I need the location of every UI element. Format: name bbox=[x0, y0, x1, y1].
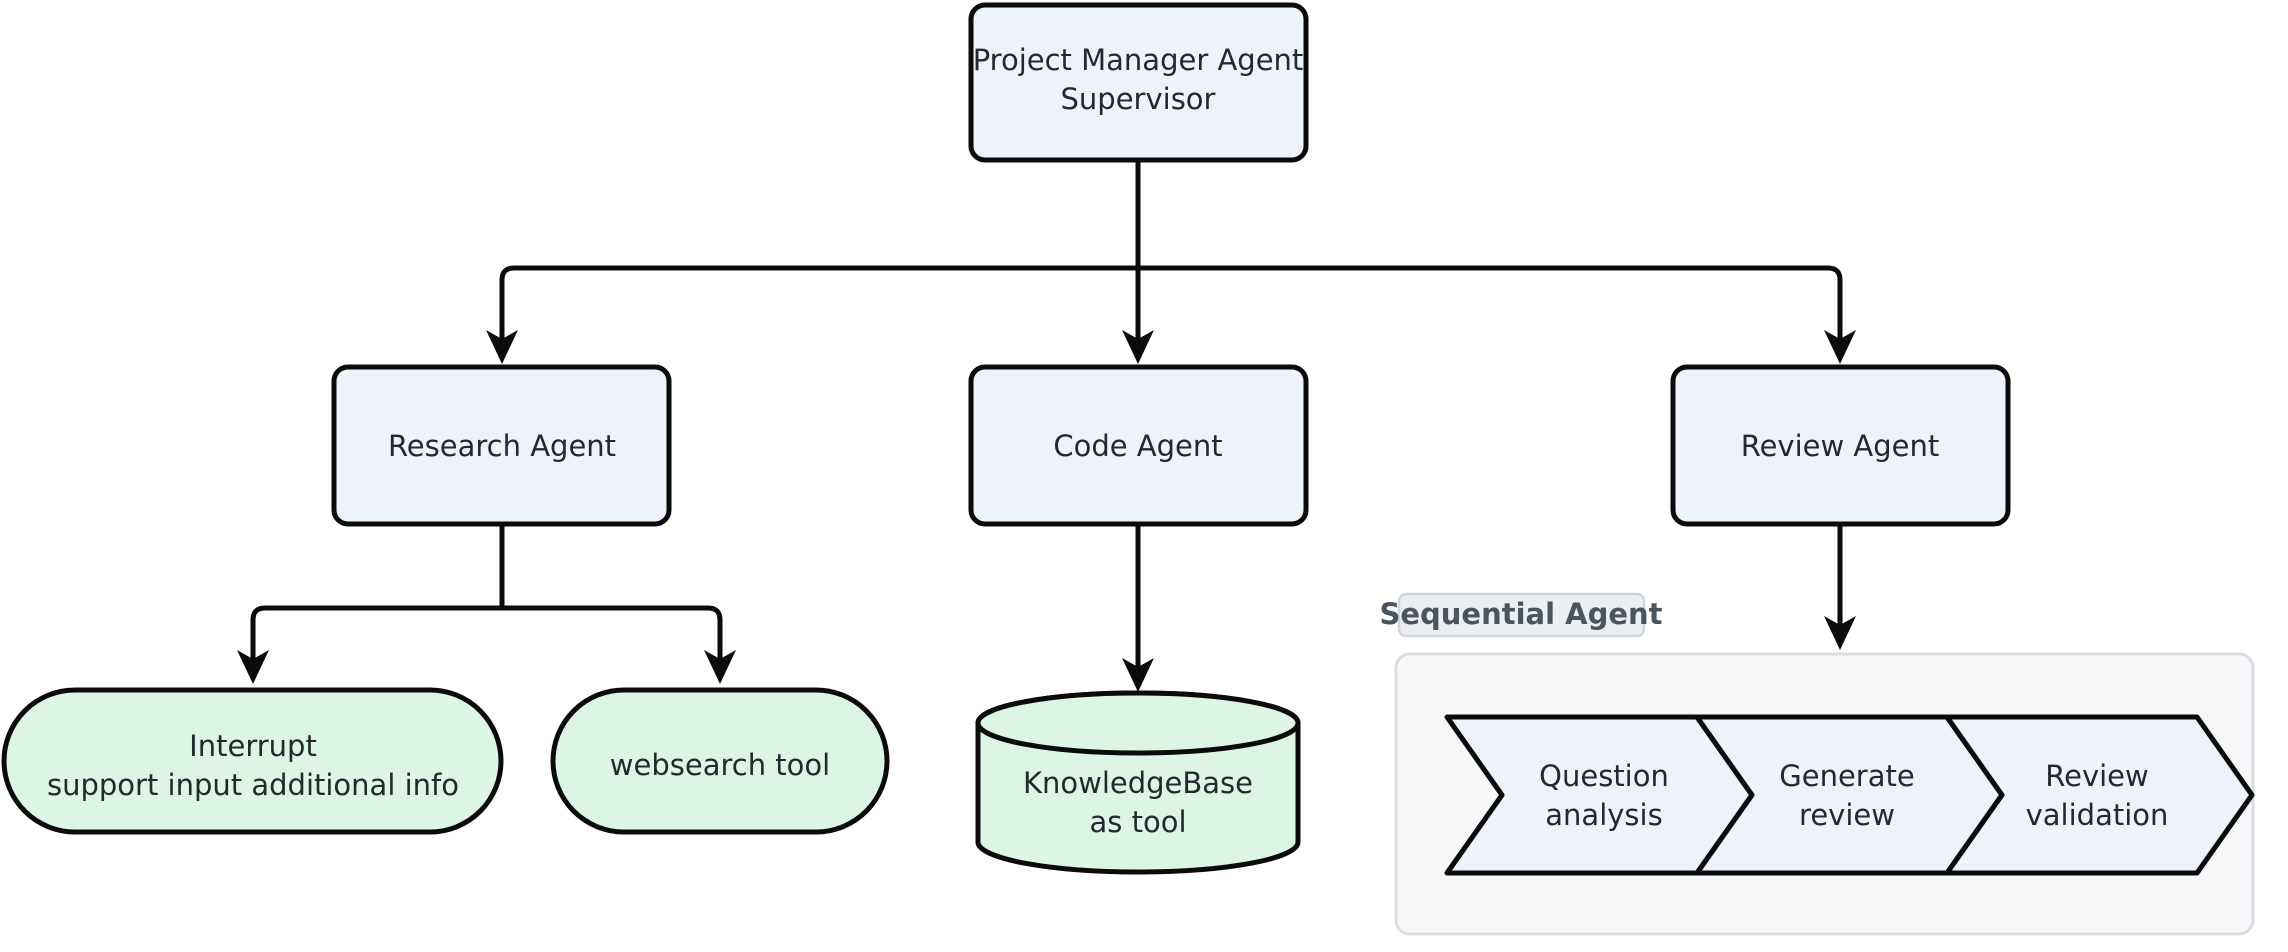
arrowhead-supervisor-code bbox=[1122, 330, 1154, 364]
review-agent-box bbox=[1670, 364, 2011, 527]
node-interrupt[interactable]: Interrupt support input additional info bbox=[1, 687, 504, 835]
generate-review-label-line1: Generate bbox=[1779, 759, 1914, 793]
edge-research-to-interrupt bbox=[250, 605, 502, 662]
websearch-stadium bbox=[550, 687, 890, 835]
node-supervisor[interactable]: Project Manager Agent Supervisor bbox=[968, 2, 1309, 163]
knowledgebase-label-line1: KnowledgeBase bbox=[1023, 766, 1253, 800]
supervisor-label-line1: Project Manager Agent bbox=[973, 43, 1304, 77]
question-analysis-label-line1: Question bbox=[1539, 759, 1669, 793]
arrowhead-review-sequential bbox=[1824, 616, 1856, 650]
generate-review-label-line2: review bbox=[1799, 798, 1895, 832]
arrowhead-supervisor-research bbox=[486, 330, 518, 364]
node-knowledgebase[interactable]: KnowledgeBase as tool bbox=[975, 690, 1301, 875]
knowledgebase-label-line2: as tool bbox=[1089, 805, 1186, 839]
code-agent-label: Code Agent bbox=[1053, 429, 1222, 463]
edge-research-to-websearch bbox=[502, 605, 723, 662]
arrowhead-supervisor-review bbox=[1824, 330, 1856, 364]
node-websearch-tool[interactable]: websearch tool bbox=[550, 687, 890, 835]
interrupt-label-line1: Interrupt bbox=[189, 729, 317, 763]
review-validation-chevron bbox=[1944, 714, 2255, 876]
research-agent-label: Research Agent bbox=[388, 429, 616, 463]
interrupt-stadium bbox=[1, 687, 504, 835]
node-code-agent[interactable]: Code Agent bbox=[968, 364, 1309, 527]
code-agent-box bbox=[968, 364, 1309, 527]
arrowhead-code-knowledgebase bbox=[1122, 658, 1154, 692]
arrowhead-research-interrupt bbox=[237, 650, 269, 684]
node-review-validation[interactable]: Review validation bbox=[1944, 714, 2255, 876]
node-research-agent[interactable]: Research Agent bbox=[331, 364, 672, 527]
websearch-label: websearch tool bbox=[610, 748, 830, 782]
cluster-label-badge bbox=[1397, 592, 1646, 638]
arrowhead-research-websearch bbox=[704, 650, 736, 684]
cluster-label-text: Sequential Agent bbox=[1379, 597, 1662, 631]
research-agent-box bbox=[331, 364, 672, 527]
review-validation-label-line2: validation bbox=[2026, 798, 2169, 832]
interrupt-label-line2: support input additional info bbox=[47, 768, 459, 802]
review-agent-label: Review Agent bbox=[1741, 429, 1940, 463]
node-review-agent[interactable]: Review Agent bbox=[1670, 364, 2011, 527]
question-analysis-label-line2: analysis bbox=[1545, 798, 1662, 832]
review-validation-label-line1: Review bbox=[2045, 759, 2148, 793]
knowledgebase-cylinder-top bbox=[975, 690, 1301, 756]
supervisor-label-line2: Supervisor bbox=[1061, 82, 1216, 116]
edge-layer bbox=[237, 160, 1856, 692]
edge-supervisor-to-review-agent bbox=[1138, 265, 1843, 342]
supervisor-box bbox=[968, 2, 1309, 163]
edge-supervisor-to-research-agent bbox=[499, 265, 1138, 342]
